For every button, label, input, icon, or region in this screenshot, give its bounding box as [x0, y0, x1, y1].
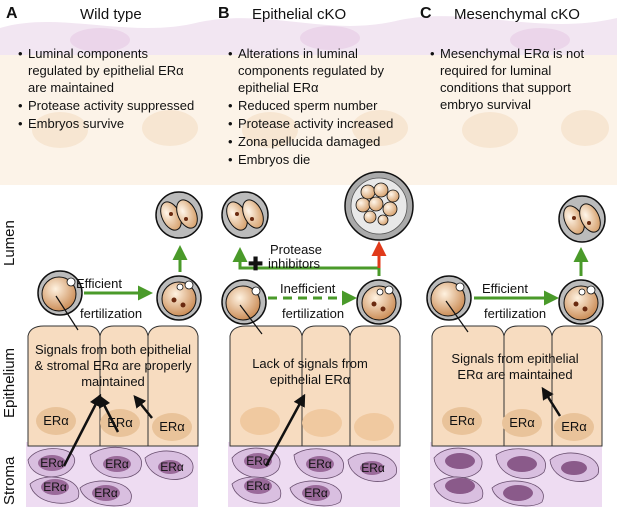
bullet-text: Alterations in luminal	[238, 46, 358, 61]
er-label: ERα	[509, 415, 535, 430]
bullet-text: Embryos die	[238, 152, 310, 167]
bullet-text: conditions that support	[440, 80, 571, 95]
protease-label: inhibitors	[268, 256, 321, 271]
bullet-text: components regulated by	[238, 63, 384, 78]
er-label: ERα	[43, 480, 67, 494]
background-tissue	[0, 16, 617, 185]
bullet-text: required for luminal	[440, 63, 551, 78]
er-label: ERα	[94, 486, 118, 500]
embryo-2cell	[558, 195, 606, 243]
lumen-label: Lumen	[1, 220, 18, 266]
er-label: ERα	[304, 486, 328, 500]
arrow-label: Efficient	[76, 276, 122, 291]
bullet-text: Reduced sperm number	[238, 98, 378, 113]
panel-title: Epithelial cKO	[252, 6, 346, 23]
stroma-layer: ERα ERα ERα ERα ERα	[228, 442, 400, 507]
bullet-text: Protease activity suppressed	[28, 98, 194, 113]
bullet-text: Zona pellucida damaged	[238, 134, 380, 149]
stroma-layer	[430, 442, 602, 507]
bullet-list: • Luminal components regulated by epithe…	[18, 46, 194, 131]
er-label: ERα	[308, 457, 332, 471]
bullet-text: Protease activity increased	[238, 116, 393, 131]
svg-text:•: •	[18, 46, 23, 61]
panel-letter: A	[6, 5, 18, 22]
svg-text:•: •	[430, 46, 435, 61]
svg-text:•: •	[228, 152, 233, 167]
svg-text:•: •	[228, 46, 233, 61]
oocyte	[37, 270, 83, 331]
arrow-label: Inefficient	[280, 281, 336, 296]
signal-text: Lack of signals from	[252, 356, 368, 371]
panel-letter: B	[218, 5, 230, 22]
signal-arrow	[264, 393, 306, 467]
zygote	[558, 279, 604, 325]
epithelium-layer: Lack of signals from epithelial ERα	[229, 325, 401, 447]
er-label: ERα	[40, 456, 64, 470]
bullet-text: epithelial ERα	[238, 80, 319, 95]
arrow-label: fertilization	[484, 306, 546, 321]
plus-icon: ✚	[248, 254, 263, 274]
signal-text: & stromal ERα are properly	[34, 358, 192, 373]
oocyte	[221, 279, 267, 335]
svg-text:•: •	[18, 98, 23, 113]
stroma-layer: ERα ERα ERα ERα ERα	[26, 442, 198, 507]
arrow-label: fertilization	[282, 306, 344, 321]
bullet-text: are maintained	[28, 80, 114, 95]
panel-a: A Wild type • Luminal components regulat…	[6, 5, 203, 507]
oocyte	[426, 275, 472, 333]
bullet-text: embryo survival	[440, 97, 531, 112]
er-label: ERα	[246, 454, 270, 468]
svg-text:•: •	[18, 116, 23, 131]
arrow-label: Efficient	[482, 281, 528, 296]
zygote	[156, 275, 202, 321]
stroma-label: Stroma	[1, 456, 18, 505]
zygote	[356, 279, 402, 325]
signal-arrow	[541, 386, 562, 417]
signal-arrow	[62, 393, 102, 467]
signal-text: Signals from both epithelial	[35, 342, 191, 357]
bullet-list: • Alterations in luminal components regu…	[228, 46, 393, 167]
epithelium-layer: ERα ERα ERα Signals from both epithelial…	[27, 325, 199, 447]
arrow-label: fertilization	[80, 306, 142, 321]
signal-text: maintained	[81, 374, 145, 389]
er-label: ERα	[43, 413, 69, 428]
signal-text: Signals from epithelial	[451, 351, 578, 366]
er-label: ERα	[105, 457, 129, 471]
er-label: ERα	[449, 413, 475, 428]
svg-text:•: •	[228, 134, 233, 149]
panel-c: C Mesenchymal cKO • Mesenchymal ERα is n…	[420, 5, 606, 507]
embryo-2cell	[155, 191, 203, 239]
rescue-arrow	[232, 247, 381, 276]
panel-title: Wild type	[80, 6, 142, 23]
bullet-text: regulated by epithelial ERα	[28, 63, 184, 78]
panel-letter: C	[420, 5, 432, 22]
signal-arrow	[98, 394, 120, 433]
er-label: ERα	[159, 419, 185, 434]
er-label: ERα	[160, 460, 184, 474]
svg-text:•: •	[228, 116, 233, 131]
svg-text:•: •	[228, 98, 233, 113]
er-label: ERα	[561, 419, 587, 434]
signal-text: epithelial ERα	[270, 372, 351, 387]
bullet-list: • Mesenchymal ERα is not required for lu…	[430, 46, 584, 112]
bullet-text: Embryos survive	[28, 116, 124, 131]
side-labels: Lumen Epithelium Stroma	[1, 220, 18, 505]
protease-label: Protease	[270, 242, 322, 257]
signal-text: ERα are maintained	[457, 367, 572, 382]
er-label: ERα	[361, 461, 385, 475]
panel-title: Mesenchymal cKO	[454, 6, 580, 23]
signal-arrow	[133, 395, 153, 419]
er-label: ERα	[246, 479, 270, 493]
embryo-2cell	[221, 191, 269, 239]
panel-b: B Epithelial cKO • Alterations in lumina…	[218, 5, 414, 507]
bullet-text: Luminal components	[28, 46, 148, 61]
degenerated-embryo	[344, 171, 414, 241]
epithelium-label: Epithelium	[1, 348, 18, 418]
epithelium-layer: ERα ERα ERα Signals from epithelial ERα …	[431, 325, 603, 447]
bullet-text: Mesenchymal ERα is not	[440, 46, 584, 61]
